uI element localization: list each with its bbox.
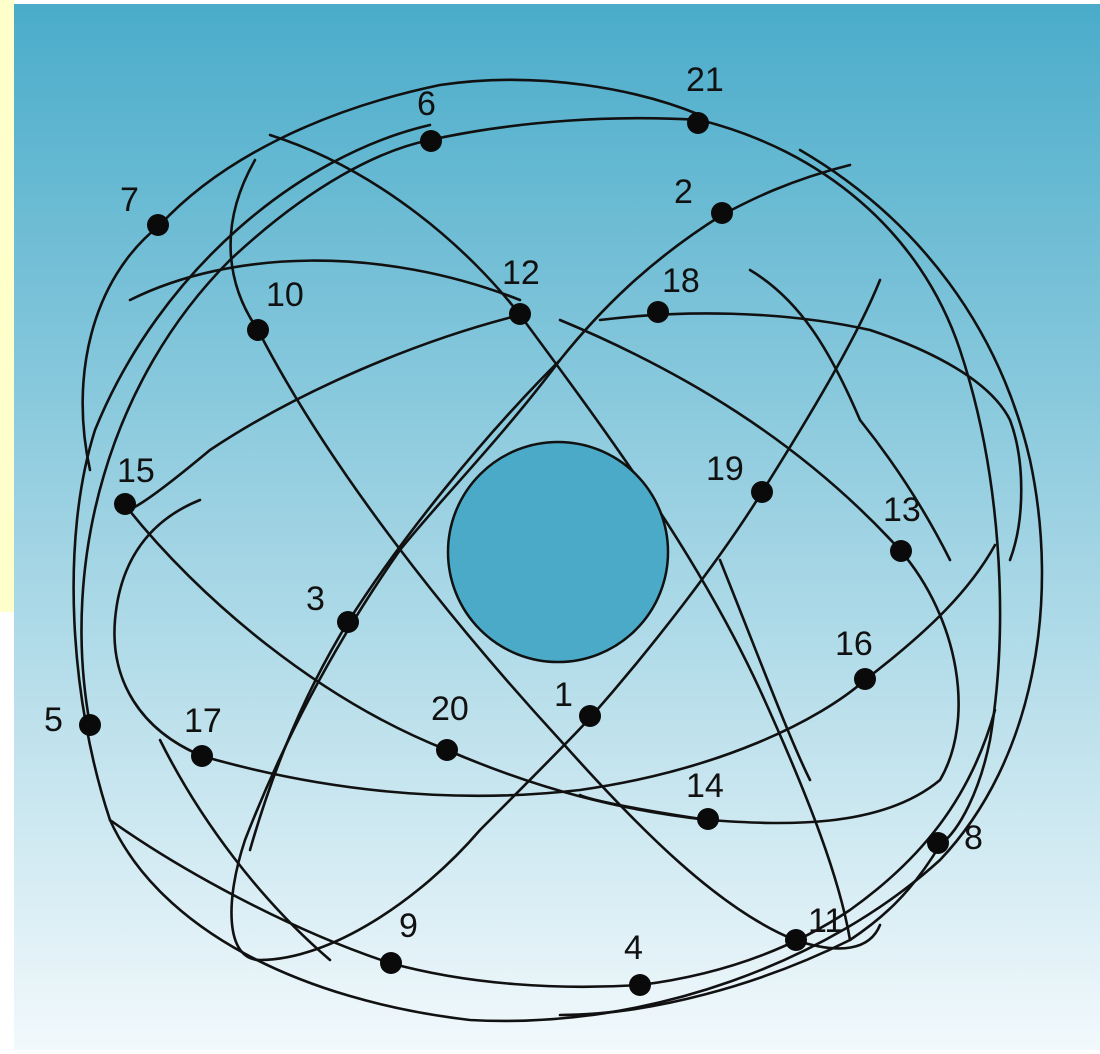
satellite-dot [436,739,458,761]
satellite-label: 7 [120,181,139,219]
satellite-label: 14 [686,767,724,805]
satellite-dot [890,540,912,562]
satellite-label: 11 [808,902,843,940]
satellite-dot [711,202,733,224]
satellite-dot [927,832,949,854]
satellite-label: 6 [417,85,436,123]
satellite-dot [854,668,876,690]
satellite-dot [191,745,213,767]
satellite-dot [785,929,807,951]
satellite-label: 3 [306,580,325,618]
satellite-dot [509,303,531,325]
satellite-dot [380,952,402,974]
satellite-label: 19 [706,450,744,488]
satellite-dot [697,808,719,830]
satellite-label: 13 [883,491,921,529]
satellite-label: 9 [399,907,418,945]
satellite-dot [337,611,359,633]
satellite-label: 1 [554,676,573,714]
satellite-dot [247,319,269,341]
satellite-label: 16 [835,625,873,663]
satellite-dot [687,112,709,134]
satellite-dot [79,714,101,736]
satellite-dot [114,493,136,515]
satellite-label: 18 [662,262,700,300]
satellite-label: 21 [686,61,724,99]
satellite-label: 4 [624,929,643,967]
satellite-label: 17 [184,702,222,740]
satellite-label: 15 [117,452,155,490]
satellite-label: 10 [266,276,304,314]
earth-circle [448,442,668,662]
satellite-dot [579,705,601,727]
satellite-label: 5 [44,701,63,739]
satellite-label: 20 [431,690,469,728]
satellite-dot [629,974,651,996]
satellite-dot [147,214,169,236]
satellite-label: 8 [964,819,983,857]
satellite-dot [751,481,773,503]
satellite-label: 2 [674,173,693,211]
satellite-label: 12 [502,254,540,292]
satellite-dot [647,301,669,323]
satellite-dot [420,130,442,152]
